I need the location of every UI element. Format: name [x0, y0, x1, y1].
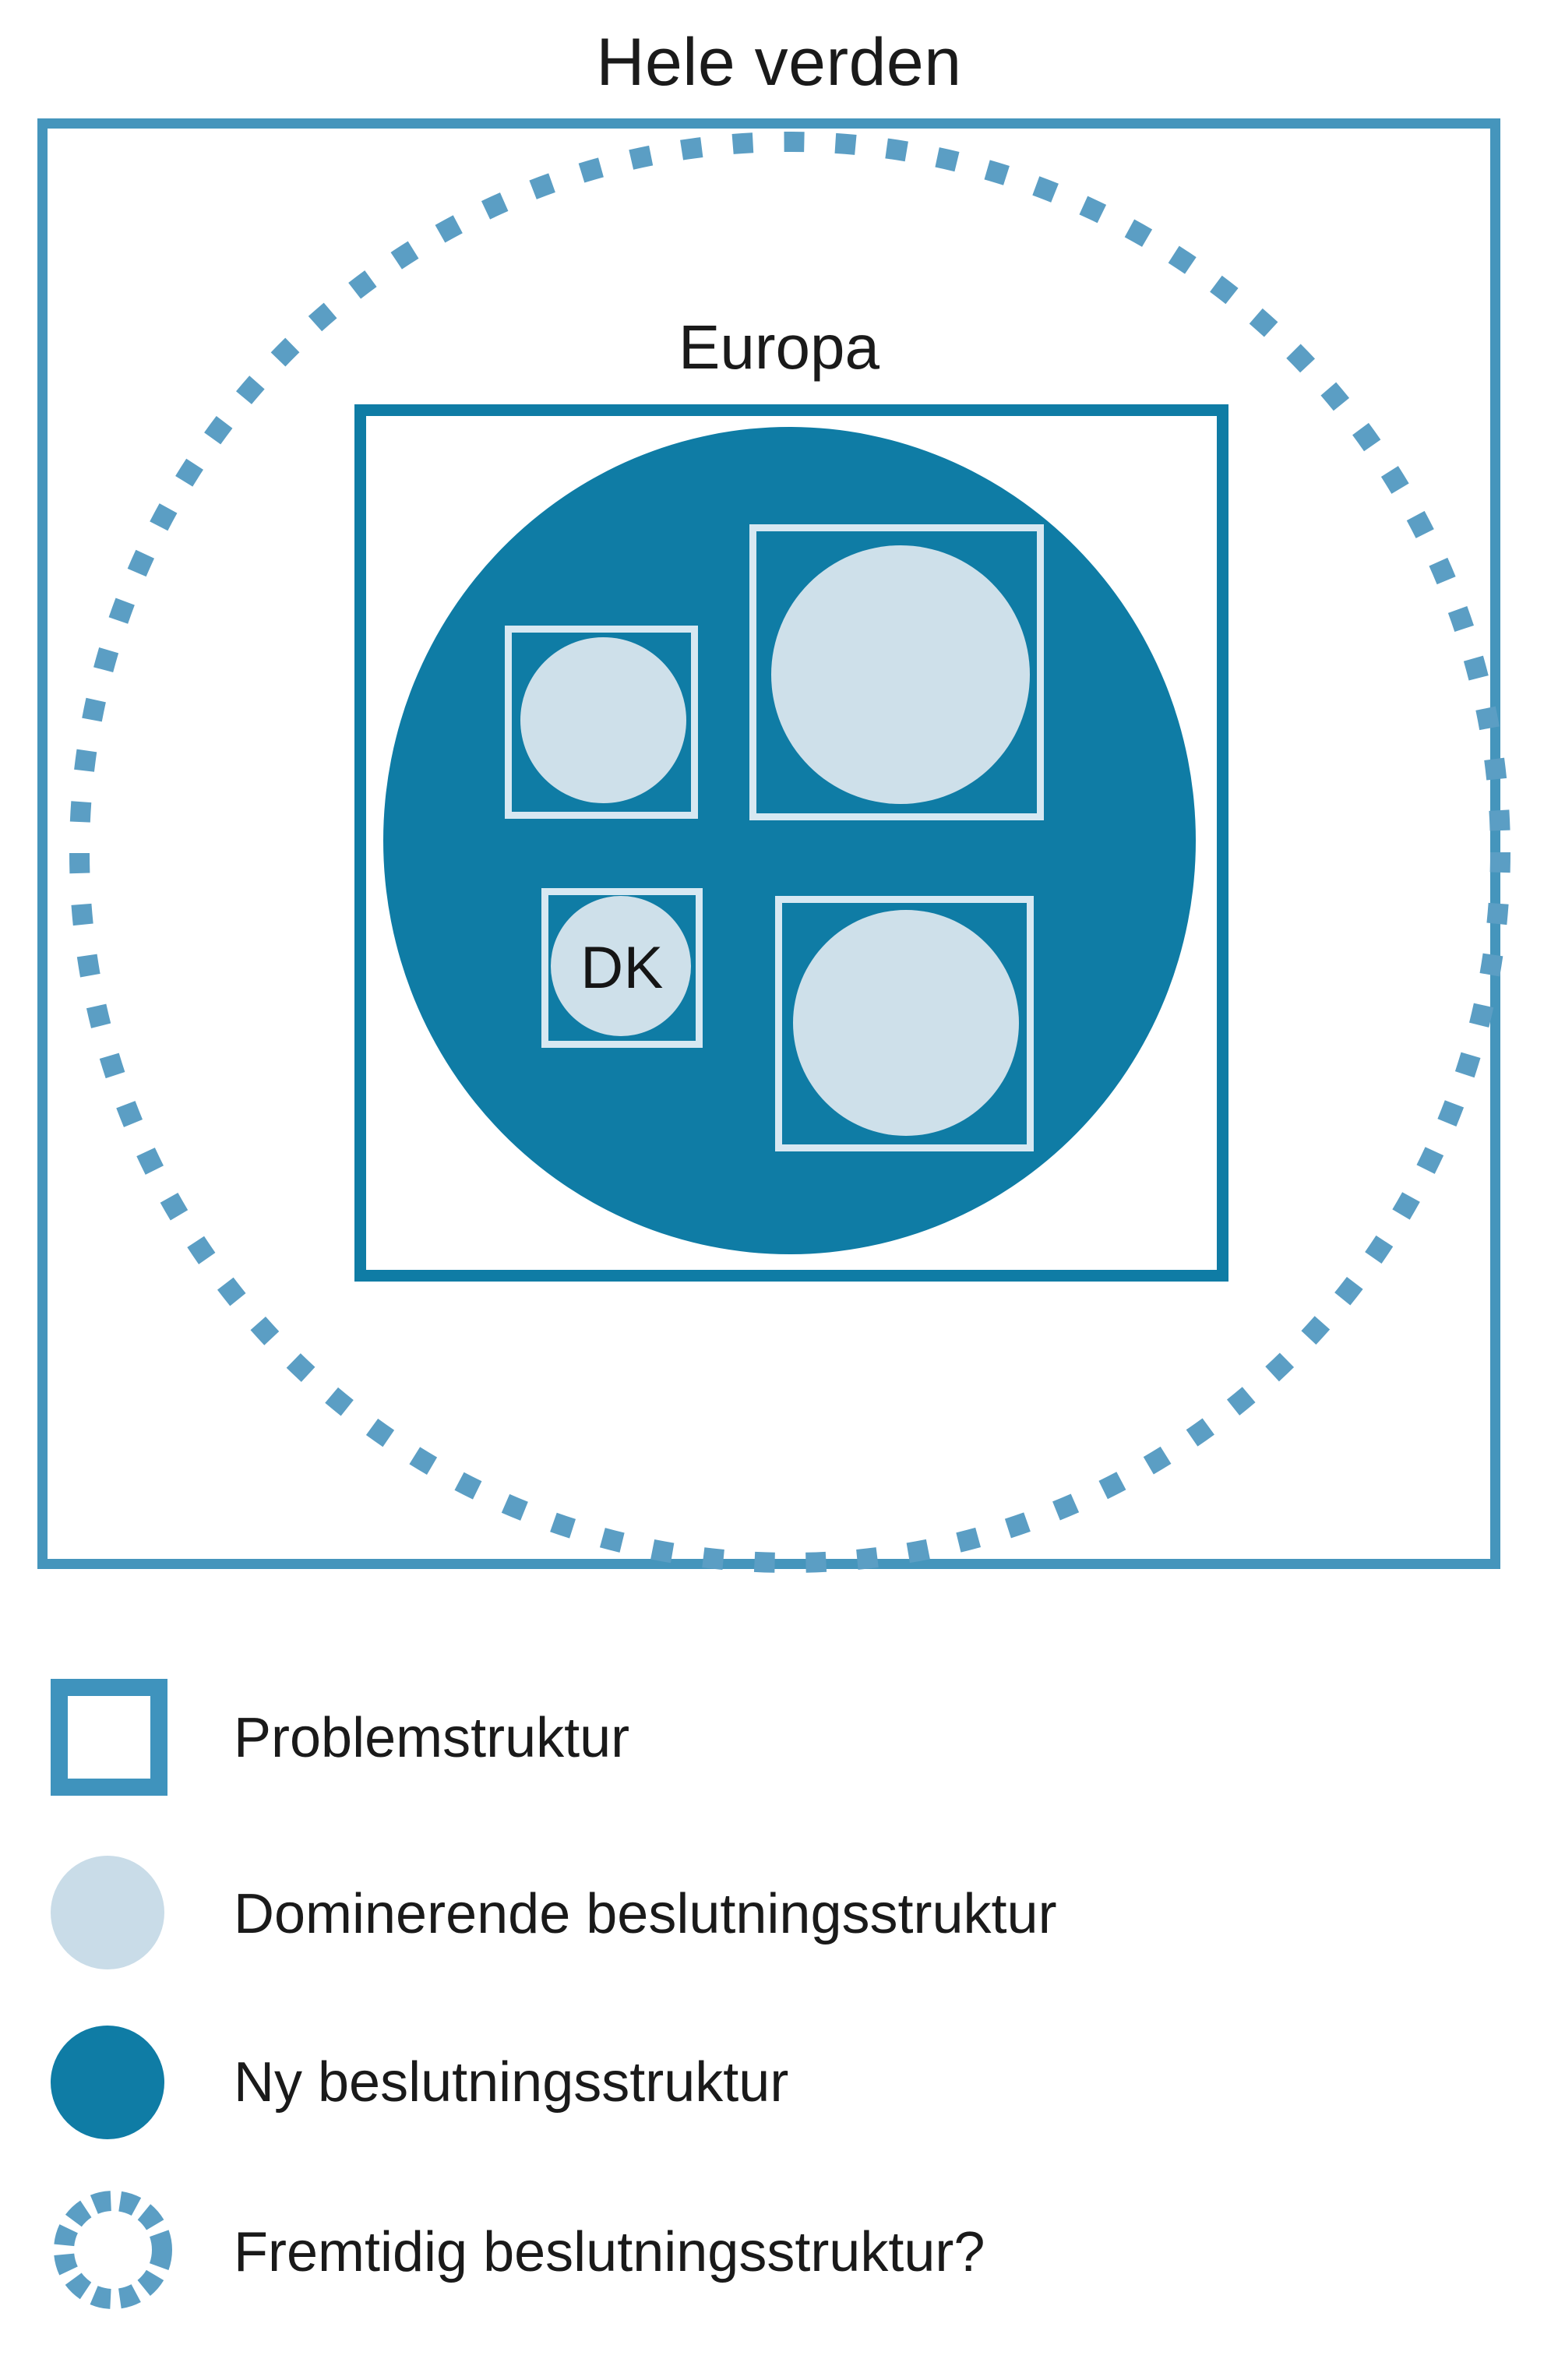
dominant-structure-circle-top-right [771, 545, 1030, 804]
legend-label-dominant-structure: Dominerende beslutningsstruktur [234, 1883, 1057, 1945]
dashed-circle-icon [51, 2188, 175, 2312]
diagram-canvas: Hele verden Europa DK [37, 25, 1510, 1573]
legend-label-new-structure: Ny beslutningsstruktur [234, 2051, 789, 2114]
legend-label-future-structure: Fremtidig beslutningsstruktur? [234, 2221, 985, 2283]
legend: Problemstruktur Dominerende beslutningss… [0, 1652, 1558, 2337]
legend-item-dominant-structure: Dominerende beslutningsstruktur [0, 1823, 1558, 1994]
problem-structure-box-top-left [505, 626, 698, 819]
world-title-label: Hele verden [596, 25, 962, 100]
problem-structure-box-bottom-right [775, 896, 1034, 1151]
europe-new-decision-structure-circle [383, 427, 1196, 1254]
dominant-structure-circle-denmark [551, 896, 691, 1036]
europe-title-label: Europa [679, 312, 879, 382]
legend-item-problem-structure: Problemstruktur [0, 1652, 1558, 1823]
legend-item-future-structure: Fremtidig beslutningsstruktur? [0, 2166, 1558, 2337]
legend-label-problem-structure: Problemstruktur [234, 1707, 630, 1769]
problem-structure-box-denmark [541, 888, 703, 1048]
light-blue-circle-icon [51, 1856, 164, 1969]
legend-item-new-structure: Ny beslutningsstruktur [0, 1994, 1558, 2166]
outlined-square-icon [51, 1679, 167, 1796]
dark-blue-circle-icon [51, 2026, 164, 2139]
denmark-label: DK [580, 935, 664, 1001]
dominant-structure-circle-top-left [520, 637, 686, 803]
dominant-structure-circle-bottom-right [793, 910, 1019, 1136]
problem-structure-box-top-right [749, 524, 1044, 820]
